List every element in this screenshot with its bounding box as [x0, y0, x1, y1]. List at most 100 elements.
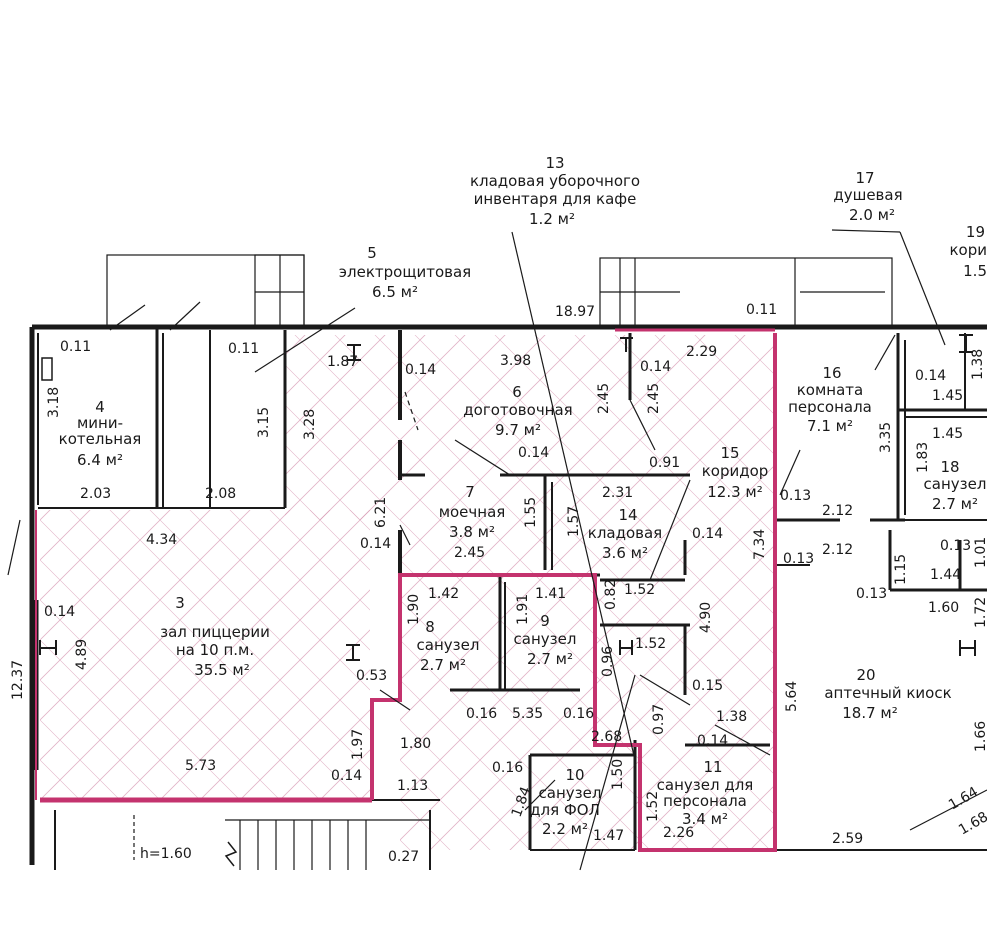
svg-text:0.13: 0.13 [780, 488, 811, 504]
room-13-name: кладовая уборочного [470, 172, 640, 190]
svg-text:0.96: 0.96 [600, 646, 616, 677]
room-14-area: 3.6 м² [602, 544, 648, 562]
svg-text:2.31: 2.31 [602, 485, 633, 501]
svg-text:7.34: 7.34 [752, 529, 768, 560]
svg-text:0.13: 0.13 [940, 538, 971, 554]
svg-text:3.98: 3.98 [500, 353, 531, 369]
svg-text:0.14: 0.14 [518, 445, 549, 461]
room-13-number: 13 [545, 154, 564, 172]
room-20-name: аптечный киоск [824, 684, 951, 702]
room-14-name: кладовая [588, 524, 662, 542]
room-18-number: 18 [940, 458, 959, 476]
svg-text:1.52: 1.52 [624, 582, 655, 598]
room-4-area: 6.4 м² [77, 451, 123, 469]
room-labels: 3 зал пиццерии на 10 п.м. 35.5 м² 4 мини… [59, 154, 987, 838]
room-16-name2: персонала [788, 398, 872, 416]
svg-text:2.12: 2.12 [822, 542, 853, 558]
room-6-name: доготовочная [463, 401, 572, 419]
svg-text:1.15: 1.15 [893, 554, 909, 585]
room-9-area: 2.7 м² [527, 650, 573, 668]
room-16-name: комната [797, 381, 863, 399]
room-9-number: 9 [540, 612, 550, 630]
room-10-name: санузел [539, 784, 602, 802]
room-6-number: 6 [512, 383, 522, 401]
room-15-number: 15 [720, 444, 739, 462]
room-10-number: 10 [565, 766, 584, 784]
svg-text:0.13: 0.13 [783, 551, 814, 567]
svg-text:4.90: 4.90 [698, 602, 714, 633]
svg-text:h=1.60: h=1.60 [140, 846, 192, 862]
svg-text:0.15: 0.15 [692, 678, 723, 694]
svg-text:1.42: 1.42 [428, 586, 459, 602]
room-8-number: 8 [425, 618, 435, 636]
svg-text:1.55: 1.55 [523, 497, 539, 528]
svg-text:1.13: 1.13 [397, 778, 428, 794]
svg-text:1.50: 1.50 [610, 759, 626, 790]
room-9-name: санузел [514, 630, 577, 648]
svg-text:6.21: 6.21 [373, 497, 389, 528]
svg-text:1.57: 1.57 [566, 506, 582, 537]
svg-text:0.82: 0.82 [603, 579, 619, 610]
svg-text:1.38: 1.38 [716, 709, 747, 725]
svg-text:0.14: 0.14 [640, 359, 671, 375]
svg-text:0.14: 0.14 [915, 368, 946, 384]
svg-text:1.44: 1.44 [930, 567, 961, 583]
room-17-name: душевая [833, 186, 902, 204]
room-5-name: электрощитовая [339, 263, 471, 281]
svg-text:0.16: 0.16 [492, 760, 523, 776]
svg-text:0.11: 0.11 [60, 339, 91, 355]
svg-text:1.60: 1.60 [928, 600, 959, 616]
svg-text:0.14: 0.14 [692, 526, 723, 542]
leader-lines [7, 229, 987, 871]
svg-text:0.27: 0.27 [388, 849, 419, 865]
room-3-name: зал пиццерии [160, 623, 270, 641]
exterior-annex [106, 254, 893, 328]
room-20-number: 20 [856, 666, 875, 684]
room-20-area: 18.7 м² [842, 704, 898, 722]
svg-text:2.45: 2.45 [454, 545, 485, 561]
svg-text:0.16: 0.16 [466, 706, 497, 722]
svg-text:2.45: 2.45 [646, 383, 662, 414]
svg-text:1.90: 1.90 [406, 594, 422, 625]
room-15-name: коридор [702, 462, 769, 480]
pink-markup [35, 328, 777, 852]
svg-text:5.35: 5.35 [512, 706, 543, 722]
room-11-number: 11 [703, 758, 722, 776]
room-16-number: 16 [822, 364, 841, 382]
svg-text:0.14: 0.14 [405, 362, 436, 378]
room-11-name2: персонала [663, 792, 747, 810]
svg-text:1.68: 1.68 [956, 809, 987, 838]
svg-text:1.72: 1.72 [973, 597, 987, 628]
svg-text:2.26: 2.26 [663, 825, 694, 841]
room-4-name: мини- [77, 414, 123, 432]
svg-text:0.14: 0.14 [331, 768, 362, 784]
room-5-number: 5 [367, 244, 377, 262]
room-19-name: кори [949, 241, 987, 259]
svg-text:1.91: 1.91 [515, 594, 531, 625]
svg-text:1.01: 1.01 [973, 537, 987, 568]
svg-text:0.16: 0.16 [563, 706, 594, 722]
svg-text:0.11: 0.11 [228, 341, 259, 357]
svg-text:0.14: 0.14 [360, 536, 391, 552]
svg-text:0.14: 0.14 [697, 733, 728, 749]
svg-text:2.68: 2.68 [591, 729, 622, 745]
room-11-name: санузел для [657, 776, 754, 794]
room-10-name2: для ФОЛ [530, 801, 600, 819]
room-8-area: 2.7 м² [420, 656, 466, 674]
svg-text:1.83: 1.83 [915, 442, 931, 473]
room-4-name2: котельная [59, 430, 142, 448]
svg-text:0.53: 0.53 [356, 668, 387, 684]
svg-text:5.73: 5.73 [185, 758, 216, 774]
room-5-area: 6.5 м² [372, 283, 418, 301]
svg-text:0.14: 0.14 [44, 604, 75, 620]
svg-text:2.45: 2.45 [596, 383, 612, 414]
svg-text:0.97: 0.97 [651, 704, 667, 735]
room-15-area: 12.3 м² [707, 483, 763, 501]
svg-text:4.89: 4.89 [74, 639, 90, 670]
room-7-number: 7 [465, 483, 475, 501]
room-19-number: 19 [966, 223, 985, 241]
svg-text:1.66: 1.66 [973, 721, 987, 752]
svg-text:1.97: 1.97 [350, 729, 366, 760]
svg-text:1.38: 1.38 [970, 349, 986, 380]
svg-text:1.45: 1.45 [932, 388, 963, 404]
